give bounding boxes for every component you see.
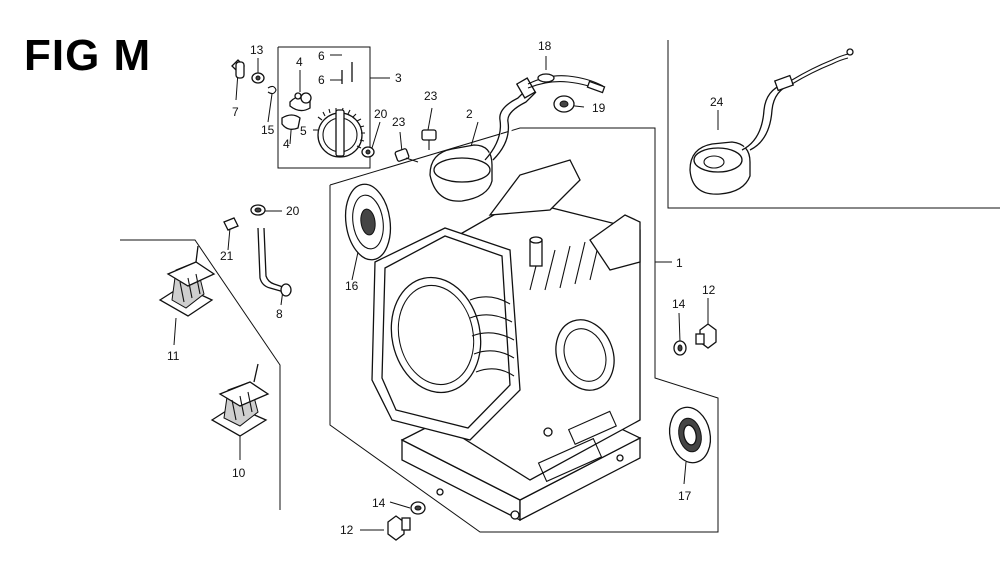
callout-11: 11 — [167, 349, 180, 363]
oil-seal-part-17 — [668, 406, 712, 464]
boundary-lines — [120, 40, 1000, 533]
drain-plug-right — [673, 323, 717, 356]
engine-mount-part-11 — [158, 245, 216, 317]
callout-4b: 4 — [283, 137, 290, 151]
oil-sensor-part-2 — [429, 77, 537, 202]
callout-13: 13 — [250, 43, 264, 57]
callout-18: 18 — [538, 39, 552, 53]
callout-23a: 23 — [424, 89, 438, 103]
callout-6b: 6 — [318, 73, 325, 87]
callout-6a: 6 — [318, 49, 325, 63]
callout-2: 2 — [466, 107, 473, 121]
callout-16: 16 — [345, 279, 359, 293]
wire-lead-part-18 — [527, 73, 606, 94]
callout-20b: 20 — [286, 204, 300, 218]
callout-24: 24 — [710, 95, 724, 109]
drain-plug-lower — [387, 501, 426, 541]
callout-12b: 12 — [702, 283, 716, 297]
callout-19: 19 — [592, 101, 606, 115]
governor-shaft-parts — [231, 59, 277, 95]
callout-3: 3 — [395, 71, 402, 85]
callout-8: 8 — [276, 307, 283, 321]
callout-14a: 14 — [372, 496, 386, 510]
callout-17: 17 — [678, 489, 692, 503]
callout-20a: 20 — [374, 107, 388, 121]
governor-assembly — [281, 62, 375, 158]
figure-title: FIG M — [24, 31, 152, 80]
callout-7: 7 — [232, 105, 239, 119]
callout-1: 1 — [676, 256, 683, 270]
callout-21: 21 — [220, 249, 234, 263]
callout-4a: 4 — [296, 55, 303, 69]
callout-14b: 14 — [672, 297, 686, 311]
callout-23b: 23 — [392, 115, 406, 129]
callout-5: 5 — [300, 124, 307, 138]
callout-labels: 1 2 3 4 4 5 6 6 7 8 10 11 12 12 13 14 14… — [167, 39, 724, 537]
oil-sensor-part-24 — [689, 48, 854, 195]
grommet-part-19 — [553, 95, 575, 113]
callout-10: 10 — [232, 466, 246, 480]
callout-12a: 12 — [340, 523, 354, 537]
callout-15: 15 — [261, 123, 275, 137]
bearing-part-16 — [344, 183, 392, 261]
breather-tube-parts — [223, 204, 292, 297]
crankcase — [371, 159, 642, 522]
bolt-part-23 — [394, 129, 437, 163]
engine-mount-part-10 — [210, 363, 270, 437]
